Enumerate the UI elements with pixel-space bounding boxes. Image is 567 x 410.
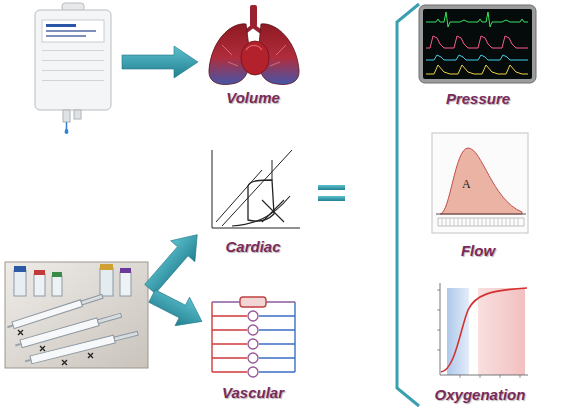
monitor-screen (426, 65, 528, 74)
drug-photo (34, 270, 45, 275)
pressure-volume-loop (272, 160, 273, 180)
iv-bag (35, 10, 111, 110)
drug-photo (81, 294, 103, 305)
iv-bag (46, 35, 86, 37)
iv-bag (35, 3, 111, 134)
panel-label: Flow (461, 242, 495, 260)
oxygen-curve (437, 283, 528, 378)
drug-photo (100, 264, 113, 270)
pressure-volume-loop (212, 150, 300, 228)
oxygen-curve (447, 288, 469, 375)
oxygen-curve (440, 283, 528, 375)
lung-illustration (246, 46, 262, 51)
drug-photo (120, 268, 131, 273)
circulation-diagram (259, 316, 295, 372)
figure-panel: Volume (198, 4, 308, 107)
iv-bag (42, 70, 104, 71)
iv-bag (46, 24, 76, 27)
circulation-diagram (212, 316, 247, 372)
panel-label: Vascular (222, 384, 284, 402)
circulation-diagram (248, 311, 258, 321)
block-arrow (122, 46, 198, 78)
drug-photo (5, 262, 148, 368)
block-arrow (145, 282, 209, 336)
monitor-screen (423, 9, 532, 79)
equals-sign (318, 196, 345, 201)
flow-curve (436, 214, 526, 215)
monitor-screen (426, 12, 528, 27)
block-arrow (145, 282, 209, 336)
iv-bag (42, 20, 104, 42)
drug-photo (25, 359, 31, 362)
pressure-volume-loop (216, 170, 262, 222)
oxygen-curve (478, 288, 525, 375)
panel-label: Volume (226, 89, 280, 107)
iv-bag (46, 30, 96, 32)
iv-bag (42, 60, 104, 61)
drug-photo (34, 274, 45, 296)
drug-photo (14, 266, 26, 272)
bracket (397, 4, 419, 406)
pressure-volume-loop (222, 150, 292, 226)
circulation-diagram (212, 297, 295, 377)
iv-bag (65, 127, 69, 134)
drug-photo (52, 272, 62, 277)
block-arrow (138, 224, 209, 299)
circulation-diagram (248, 367, 258, 377)
monitor-screen (419, 5, 536, 83)
iv-bag (74, 110, 81, 119)
lung-illustration (250, 5, 257, 27)
drug-photo (12, 300, 83, 329)
block-arrow (122, 46, 198, 78)
monitor-screen (426, 55, 528, 60)
panel-label: Oxygenation (435, 386, 526, 404)
drug-photo (5, 262, 148, 368)
equals-sign (318, 185, 345, 201)
figure-panel: Oxygenation (412, 278, 548, 404)
oxygen-curve (441, 288, 527, 372)
lung-illustration (222, 45, 286, 66)
drug-photo (18, 330, 93, 365)
circulation-diagram (248, 325, 258, 335)
drug-photo (7, 324, 13, 328)
drug-photo (14, 270, 26, 296)
monitor-screen (419, 5, 536, 83)
drug-photo (120, 272, 131, 296)
iv-bag (42, 50, 104, 51)
circulation-diagram (211, 302, 212, 372)
equals-sign (318, 185, 345, 190)
figure-panel: Vascular (198, 298, 308, 402)
block-arrow (138, 224, 209, 299)
figure-panel: Cardiac (198, 146, 308, 256)
drug-photo (97, 313, 121, 323)
flow-curve (438, 218, 524, 226)
circulation-diagram (248, 353, 258, 363)
drug-photo (15, 343, 21, 347)
flow-curve (442, 218, 518, 226)
flow-curve (440, 148, 522, 214)
pressure-volume-loop (212, 150, 300, 228)
figure-panel: Flow (418, 132, 538, 260)
iv-bag (63, 110, 70, 122)
circulation-diagram (294, 302, 295, 372)
pressure-volume-loop (232, 196, 290, 226)
monitor-screen (426, 36, 528, 48)
drug-photo (100, 268, 113, 296)
drug-photo (114, 331, 138, 341)
iv-bag (42, 80, 104, 81)
pressure-volume-loop (262, 200, 284, 222)
flow-curve (432, 133, 528, 233)
figure-panel: Pressure (414, 4, 542, 108)
panel-label: Pressure (446, 90, 510, 108)
circulation-diagram (248, 339, 258, 349)
lung-illustration (209, 5, 299, 84)
panel-label: Cardiac (225, 238, 280, 256)
flow-curve (432, 133, 528, 233)
curve-label: A (462, 178, 471, 190)
lung-illustration (241, 41, 269, 75)
circulation-diagram (240, 297, 266, 307)
drug-photo (52, 276, 62, 296)
